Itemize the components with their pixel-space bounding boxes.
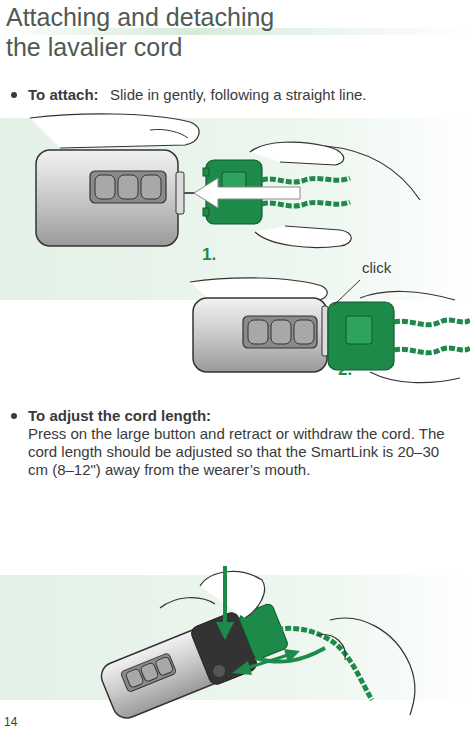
step-number: 2. [338,361,368,379]
page-title: Attaching and detaching the lavalier cor… [6,2,311,62]
cord-adjust-illustration [97,566,415,724]
step-number: 1. [202,246,232,264]
step-heading: To attach: [28,86,118,104]
callout-label: click [362,259,412,277]
instruction-text: Press on the large button and retract or… [28,425,460,479]
instruction-text: Slide in gently, following a straight li… [110,86,465,104]
bullet [11,92,17,98]
leader-line [334,280,360,305]
step-2-illustration [190,278,470,383]
step-1-illustration [30,114,420,248]
bullet [11,413,17,419]
step-heading: To adjust the cord length: [28,407,328,425]
page-number: 14 [4,713,44,731]
